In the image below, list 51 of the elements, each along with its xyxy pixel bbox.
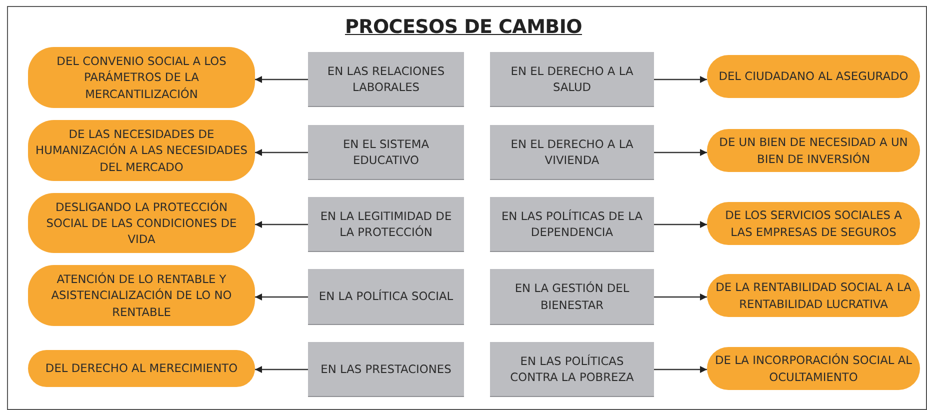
arrow — [255, 76, 308, 83]
node-text: EN LAS RELACIONES LABORALES — [326, 62, 446, 96]
node-text: DE UN BIEN DE NECESIDAD A UN BIEN DE INVERSIÓN — [718, 134, 909, 167]
node-text: DEL DERECHO AL MERECIMIENTO — [45, 360, 238, 377]
area-box — [308, 342, 464, 397]
arrow — [255, 149, 308, 156]
node-text: DESLIGANDO LA PROTECCIÓN SOCIAL DE LAS CONDICIONES DE VIDA — [45, 198, 238, 248]
arrow — [654, 294, 707, 300]
outcome-pill — [28, 350, 255, 387]
arrow — [654, 149, 707, 156]
node-text: EN LAS POLÍTICAS DE LA DEPENDENCIA — [500, 208, 644, 240]
outcome-pill — [707, 55, 920, 98]
node-text: EN EL SISTEMA EDUCATIVO — [342, 136, 430, 168]
title: PROCESOS DE CAMBIO — [345, 16, 582, 38]
node-text: DE LAS NECESIDADES DE HUMANIZACIÓN A LAS NECESIDADES DEL MERCADO — [34, 126, 248, 175]
outcome-pill — [707, 202, 920, 245]
node-text: DE LA INCORPORACIÓN SOCIAL AL OCULTAMIENTO — [714, 352, 914, 385]
area-box — [490, 342, 654, 397]
node-text: ATENCIÓN DE LO RENTABLE Y ASISTENCIALIZACIÓN DE LO NO RENTABLE — [50, 271, 233, 320]
arrow — [255, 366, 308, 373]
outcome-pill — [707, 129, 920, 172]
arrow — [654, 221, 707, 228]
area-box — [490, 197, 654, 252]
node-text: DE LA RENTABILIDAD SOCIAL A LA RENTABILIDAD LUCRATIVA — [714, 279, 912, 312]
outcome-pill — [707, 347, 920, 390]
outcome-pill — [28, 193, 255, 253]
node-text: EN LA LEGITIMIDAD DE LA PROTECCIÓN — [319, 208, 453, 240]
node-text: EN EL DERECHO A LA SALUD — [510, 62, 634, 96]
outcome-pill — [707, 274, 920, 317]
outcome-pill — [28, 47, 255, 108]
area-box — [490, 125, 654, 180]
arrow — [255, 221, 308, 228]
arrow — [654, 76, 707, 83]
area-box — [308, 52, 464, 107]
area-box — [490, 269, 654, 325]
area-box — [308, 197, 464, 252]
node-text: DE LOS SERVICIOS SOCIALES A LAS EMPRESAS DE SEGUROS — [724, 207, 903, 240]
node-text: DEL CONVENIO SOCIAL A LOS PARÁMETROS DE LA MERCANTILIZACIÓN — [56, 53, 228, 102]
outcome-pill — [28, 120, 255, 181]
node-text: EN LAS POLÍTICAS CONTRA LA POBREZA — [509, 352, 635, 386]
node-text: EN EL DERECHO A LA VIVIENDA — [510, 136, 634, 168]
node-text: EN LA GESTIÓN DEL BIENESTAR — [514, 280, 630, 313]
node-text: EN LA POLÍTICA SOCIAL — [318, 288, 454, 305]
area-box — [308, 125, 464, 180]
area-box — [490, 52, 654, 107]
arrow — [255, 294, 308, 300]
node-text: DEL CIUDADANO AL ASEGURADO — [718, 68, 908, 85]
area-box — [308, 269, 464, 325]
arrow — [654, 366, 707, 373]
outcome-pill — [28, 265, 255, 326]
node-text: EN LAS PRESTACIONES — [320, 360, 452, 378]
